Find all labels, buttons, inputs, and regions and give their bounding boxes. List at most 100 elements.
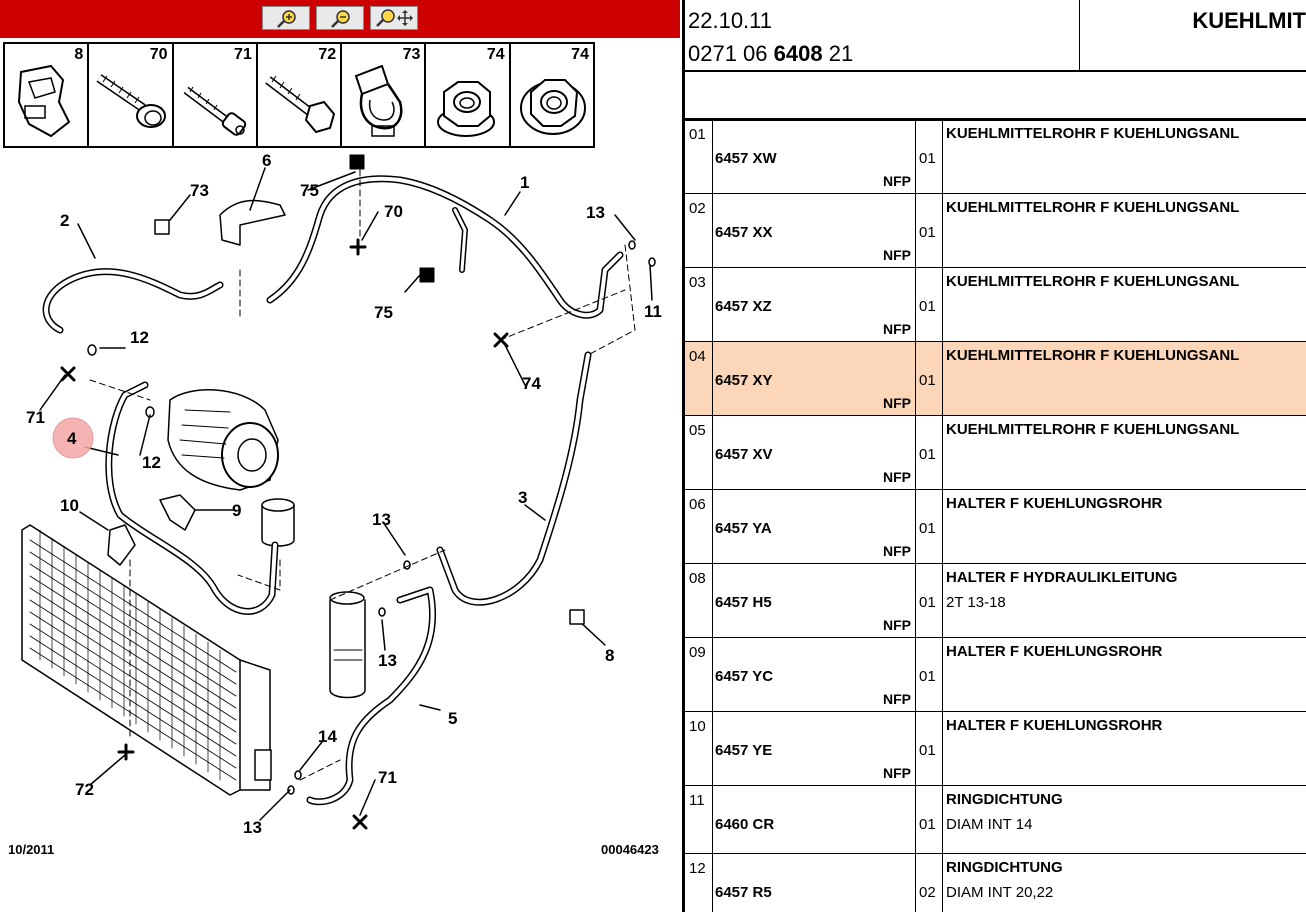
description-cell: KUEHLMITTELROHR F KUEHLUNGSANL [946,421,1240,438]
position-cell: 04 [689,348,706,365]
thumbnail-number: 8 [74,46,84,63]
callout-label[interactable]: 3 [518,488,527,507]
quantity-cell: 01 [919,224,936,241]
thumbnail-item[interactable]: 8 [5,44,90,146]
quantity-cell: 01 [919,668,936,685]
parts-header: 22.10.11 0271 06 6408 21 KUEHLMIT [685,0,1306,72]
quantity-cell: 01 [919,594,936,611]
callout-label[interactable]: 75 [374,303,393,322]
description-cell: RINGDICHTUNG [946,859,1063,876]
description-cell: KUEHLMITTELROHR F KUEHLUNGSANL [946,125,1240,142]
callout-label[interactable]: 8 [605,646,614,665]
reference-cell: 6457 XY [715,372,773,389]
callout-label[interactable]: 13 [586,203,605,222]
callout-label[interactable]: 71 [26,408,45,427]
callout-label[interactable]: 72 [75,780,94,799]
thumbnail-item[interactable]: 73 [342,44,427,146]
callout-label[interactable]: 13 [378,651,397,670]
diagram-toolbar [0,0,680,38]
callout-label[interactable]: 14 [318,727,337,746]
flange-screw-icon [96,74,167,128]
zoom-out-icon [331,10,350,28]
callout-label[interactable]: 12 [130,328,149,347]
header-spacer [685,72,1306,121]
position-cell: 02 [689,200,706,217]
position-cell: 10 [689,718,706,735]
condenser-drawing [21,524,272,796]
hex-nut-icon [437,81,496,137]
bracket-clip-icon [17,64,71,138]
callout-label[interactable]: 10 [60,496,79,515]
callout-label[interactable]: 12 [142,453,161,472]
thumbnail-number: 73 [402,46,421,63]
callout-label[interactable]: 75 [300,181,319,200]
quantity-cell: 01 [919,816,936,833]
header-ref-suffix: 21 [822,41,854,66]
quantity-cell: 01 [919,742,936,759]
reference-cell: 6460 CR [715,816,775,833]
description-cell: HALTER F HYDRAULIKLEITUNG [946,569,1178,586]
description-cell: RINGDICHTUNG [946,791,1063,808]
position-cell: 08 [689,570,706,587]
position-cell: 06 [689,496,706,513]
callout-label[interactable]: 73 [190,181,209,200]
pan-zoom-button[interactable] [370,6,418,30]
description-cell: KUEHLMITTELROHR F KUEHLUNGSANL [946,273,1240,290]
callout-label[interactable]: 74 [522,374,541,393]
zoom-out-button[interactable] [316,6,364,30]
position-cell: 12 [689,860,706,877]
nfp-label: NFP [883,395,911,411]
thumbnail-item[interactable]: 74 [511,44,593,146]
callout-label[interactable]: 70 [384,202,403,221]
compressor-drawing [167,389,279,491]
callout-label[interactable]: 71 [378,768,397,787]
thumbnail-number: 70 [149,46,168,63]
accumulator-drawing [261,498,295,547]
nfp-label: NFP [883,247,911,263]
callout-label[interactable]: 13 [243,818,262,837]
callout-label[interactable]: 9 [232,501,241,520]
reference-cell: 6457 YE [715,742,773,759]
header-date: 22.10.11 [688,8,773,33]
callout-label[interactable]: 2 [60,211,69,230]
pipe-clip-icon [354,64,403,137]
diagram-date: 10/2011 [8,842,55,857]
exploded-view-diagram: 1 2 3 4 5 6 8 9 10 11 12 12 13 13 13 13 … [21,151,662,837]
zoom-in-button[interactable] [262,6,310,30]
diagram-code: 00046423 [601,842,659,857]
thumbnail-item[interactable]: 74 [426,44,511,146]
reference-cell: 6457 YC [715,668,774,685]
callout-label[interactable]: 6 [262,151,271,170]
pan-zoom-icon [376,9,413,27]
thumbnail-item[interactable]: 72 [258,44,343,146]
header-ref-prefix: 0271 06 [688,41,774,66]
quantity-cell: 01 [919,446,936,463]
callout-label[interactable]: 5 [448,709,457,728]
nfp-label: NFP [883,173,911,189]
nfp-label: NFP [883,691,911,707]
callout-label[interactable]: 1 [520,173,529,192]
description-cell: HALTER F KUEHLUNGSROHR [946,643,1163,660]
callout-label[interactable]: 13 [372,510,391,529]
socket-screw-icon [183,86,246,136]
thumbnail-item[interactable]: 71 [174,44,258,146]
parts-list-panel: 22.10.11 0271 06 6408 21 KUEHLMIT 01 645… [685,0,1306,912]
callout-label[interactable]: 4 [67,429,77,448]
nfp-label: NFP [883,765,911,781]
callout-label[interactable]: 11 [644,302,662,321]
thumbnail-item[interactable]: 70 [89,44,174,146]
header-title: KUEHLMIT [1079,0,1306,70]
quantity-cell: 02 [919,884,936,901]
